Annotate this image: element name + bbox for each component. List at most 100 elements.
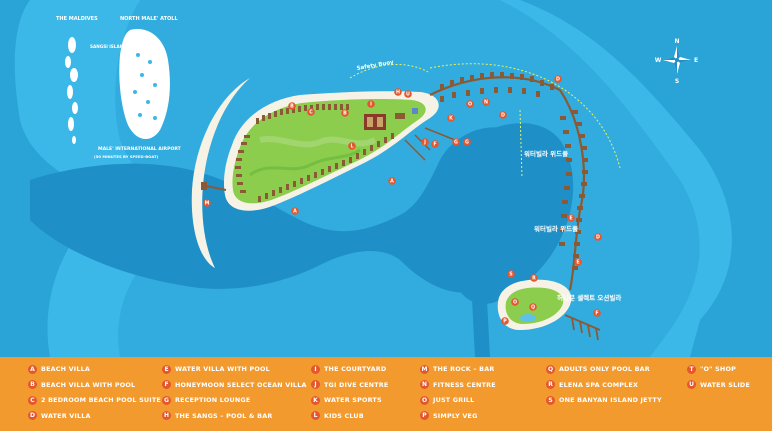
map-pin-letter: Q <box>531 305 535 311</box>
map-pin-letter: O <box>513 300 517 306</box>
map-pin-r[interactable]: R <box>530 274 538 282</box>
legend-badge: N <box>420 380 429 390</box>
legend-badge: J <box>311 380 320 390</box>
legend-badge: S <box>546 395 555 405</box>
map-pin-letter: O <box>468 102 472 108</box>
legend-label: WATER SLIDE <box>700 380 751 389</box>
legend-label: HONEYMOON SELECT OCEAN VILLA <box>175 380 307 389</box>
map-pin-m[interactable]: M <box>203 199 211 207</box>
map-pin-letter: G <box>465 140 469 146</box>
legend-label: JUST GRILL <box>433 396 475 405</box>
rock-bar-jetty <box>205 185 227 191</box>
label-water-villa-pool-2: 워터빌라 위드풀 <box>534 224 578 233</box>
legend-label: TGI DIVE CENTRE <box>324 380 389 389</box>
legend-item-e: E WATER VILLA WITH POOL <box>162 363 307 376</box>
beach-villas <box>235 104 394 202</box>
map-pin-letter: E <box>576 260 579 266</box>
legend-badge: A <box>28 364 37 374</box>
legend-badge: U <box>687 380 696 390</box>
map-pin-s[interactable]: S <box>507 270 515 278</box>
legend-badge: P <box>420 411 429 421</box>
legend-item-j: J TGI DIVE CENTRE <box>311 379 388 392</box>
map-pin-letter: G <box>454 140 458 146</box>
map-pin-h[interactable]: H <box>394 88 402 96</box>
map-pin-o[interactable]: O <box>466 100 474 108</box>
legend-badge: F <box>162 380 171 390</box>
legend-label: SIMPLY VEG <box>433 411 478 420</box>
map-pin-g[interactable]: G <box>452 138 460 146</box>
compass-e: E <box>694 57 698 64</box>
legend-label: ELENA SPA COMPLEX <box>559 380 639 389</box>
legend-badge: Q <box>546 364 555 374</box>
map-pin-j[interactable]: J <box>421 138 429 146</box>
boundary-line-east <box>429 63 621 169</box>
legend-item-t: T"O" SHOP <box>687 363 750 376</box>
map-pin-k[interactable]: K <box>447 114 455 122</box>
legend-column: E WATER VILLA WITH POOL F HONEYMOON SELECT … <box>162 363 307 425</box>
legend-badge: C <box>28 395 37 405</box>
map-pin-letter: J <box>423 140 426 146</box>
legend-label: BEACH VILLA WITH POOL <box>41 380 136 389</box>
legend-item-c: C 2 BEDROOM BEACH POOL SUITE <box>28 394 161 407</box>
map-pin-letter: D <box>596 235 600 241</box>
legend-badge: G <box>162 395 171 405</box>
map-pin-a[interactable]: A <box>291 207 299 215</box>
inset-maldives: THE MALDIVES NORTH MALE' ATOLL SANGSI IS… <box>56 16 182 159</box>
map-pin-letter: B <box>343 111 347 117</box>
legend-badge: I <box>311 364 320 374</box>
map-pin-o[interactable]: O <box>511 298 519 306</box>
map-pin-d[interactable]: D <box>499 111 507 119</box>
map-pin-letter: E <box>569 216 572 222</box>
map-pin-l[interactable]: L <box>348 142 356 150</box>
map-pin-n[interactable]: N <box>482 98 490 106</box>
map-pin-q[interactable]: Q <box>529 303 537 311</box>
legend-column: T"O" SHOP U WATER SLIDE <box>687 363 750 394</box>
legend-label: ADULTS ONLY POOL BAR <box>559 365 650 374</box>
inset-airport-label: MALE' INTERNATIONAL AIRPORT <box>98 146 182 152</box>
map-pin-p[interactable]: P <box>501 317 509 325</box>
legend-label: KIDS CLUB <box>324 411 364 420</box>
map-pin-b[interactable]: B <box>341 109 349 117</box>
map-pin-f[interactable]: F <box>593 309 601 317</box>
inset-atoll-label: NORTH MALE' ATOLL <box>120 16 178 22</box>
legend-item-q: Q ADULTS ONLY POOL BAR <box>546 363 662 376</box>
legend-badge: E <box>162 364 171 374</box>
map-pin-a[interactable]: A <box>388 177 396 185</box>
map-pin-letter: A <box>390 179 394 185</box>
legend-label: "O" SHOP <box>700 365 736 374</box>
map-pin-letter: C <box>309 110 313 116</box>
legend-badge: K <box>311 395 320 405</box>
map-pin-f[interactable]: F <box>431 140 439 148</box>
map-pin-e[interactable]: E <box>574 258 582 266</box>
map-pin-d[interactable]: D <box>594 233 602 241</box>
map-pin-i[interactable]: I <box>367 100 375 108</box>
legend-label: 2 BEDROOM BEACH POOL SUITE <box>41 396 161 405</box>
map-pin-letter: I <box>370 102 372 108</box>
courtyard-buildings <box>364 108 418 130</box>
map-pin-letter: F <box>433 142 436 148</box>
map-pin-d[interactable]: D <box>554 75 562 83</box>
map-pin-c[interactable]: C <box>307 108 315 116</box>
legend-label: WATER VILLA WITH POOL <box>175 365 270 374</box>
legend-label: THE ROCK – BAR <box>433 365 495 374</box>
legend-label: RECEPTION LOUNGE <box>175 396 251 405</box>
legend-item-u: U WATER SLIDE <box>687 379 750 392</box>
map-pin-e[interactable]: E <box>567 214 575 222</box>
legend-label: FITNESS CENTRE <box>433 380 496 389</box>
inset-island-label: SANGSI ISLAND <box>90 44 127 49</box>
legend-badge: L <box>311 411 320 421</box>
map-pin-g[interactable]: G <box>463 138 471 146</box>
map-pin-letter: N <box>484 100 488 106</box>
map-pin-b[interactable]: B <box>288 102 296 110</box>
map-pin-letter: B <box>290 104 294 110</box>
map-pin-u[interactable]: U <box>404 90 412 98</box>
